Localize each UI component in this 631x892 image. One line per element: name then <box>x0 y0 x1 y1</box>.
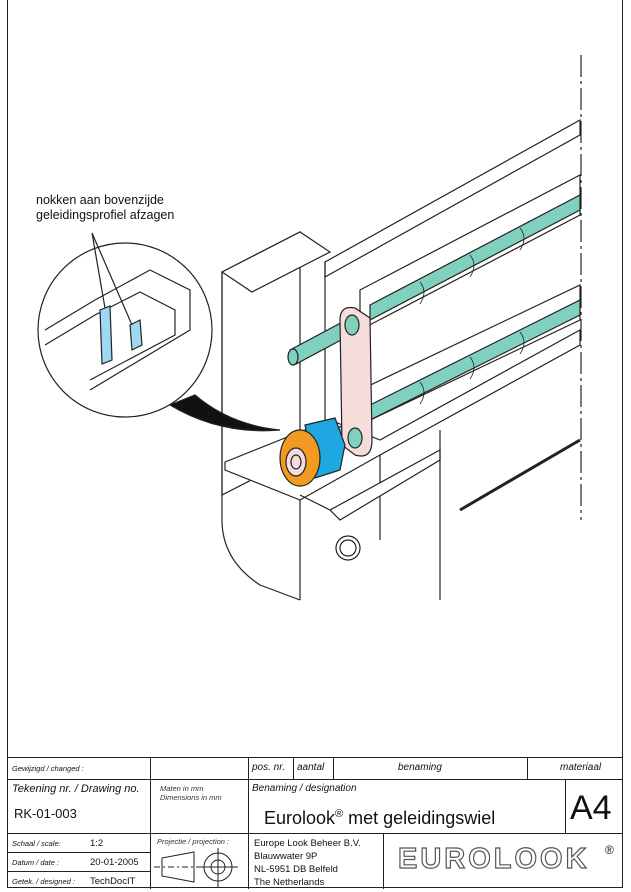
date-value: 20-01-2005 <box>90 857 139 868</box>
company-name: Europe Look Beheer B.V. <box>254 838 361 849</box>
scale-value: 1:2 <box>90 838 104 849</box>
divider <box>150 757 151 889</box>
drawing-no-label: Tekening nr. / Drawing no. <box>12 783 140 795</box>
divider <box>7 779 623 780</box>
logo-registered-mark: ® <box>605 843 614 857</box>
dimensions-en: Dimensions in mm <box>160 793 222 802</box>
changed-label: Gewijzigd / changed : <box>12 764 84 773</box>
designation: Eurolook® met geleidingswiel <box>264 808 495 829</box>
aantal-header: aantal <box>297 762 325 773</box>
annotation-line-2: geleidingsprofiel afzagen <box>36 208 175 222</box>
date-label: Datum / date : <box>12 858 60 867</box>
company-country: The Netherlands <box>254 877 325 888</box>
annotation-line-1: nokken aan bovenzijde <box>36 193 164 207</box>
company-street: Blauwwater 9P <box>254 851 318 862</box>
company-city: NL-5951 DB Belfeld <box>254 864 338 875</box>
divider <box>527 757 528 779</box>
divider <box>293 757 294 779</box>
divider <box>333 757 334 779</box>
projection-symbol-icon <box>154 848 238 887</box>
paper-format: A4 <box>570 789 612 827</box>
dimensions-nl: Maten in mm <box>160 784 204 793</box>
designation-label: Benaming / designation <box>252 783 357 794</box>
designed-value: TechDocIT <box>90 876 136 887</box>
annotation: nokken aan bovenzijde geleidingsprofiel … <box>36 193 174 223</box>
divider <box>7 757 623 758</box>
designation-brand: Eurolook <box>264 808 336 828</box>
housing <box>220 118 581 601</box>
divider <box>7 871 150 872</box>
drawing-no: RK-01-003 <box>14 806 77 821</box>
scale-label: Schaal / scale: <box>12 839 61 848</box>
rods <box>287 194 581 447</box>
divider <box>248 757 249 889</box>
technical-drawing <box>37 55 582 601</box>
eurolook-logo: EUROLOOK <box>397 842 590 875</box>
divider <box>565 779 566 833</box>
divider <box>7 852 150 853</box>
detail-callout <box>37 232 281 432</box>
designation-rest: met geleidingswiel <box>343 808 496 828</box>
designed-label: Getek. / designed : <box>12 877 75 886</box>
divider <box>383 833 384 889</box>
projection-label: Projectie / projection : <box>157 837 230 846</box>
registered-mark: ® <box>335 808 344 820</box>
drawing-frame <box>7 0 623 888</box>
bracket <box>339 306 373 457</box>
pos-nr-header: pos. nr. <box>252 762 285 773</box>
divider <box>7 833 623 834</box>
benaming-header: benaming <box>398 762 442 773</box>
materiaal-header: materiaal <box>560 762 602 773</box>
guide-wheel <box>279 417 346 487</box>
